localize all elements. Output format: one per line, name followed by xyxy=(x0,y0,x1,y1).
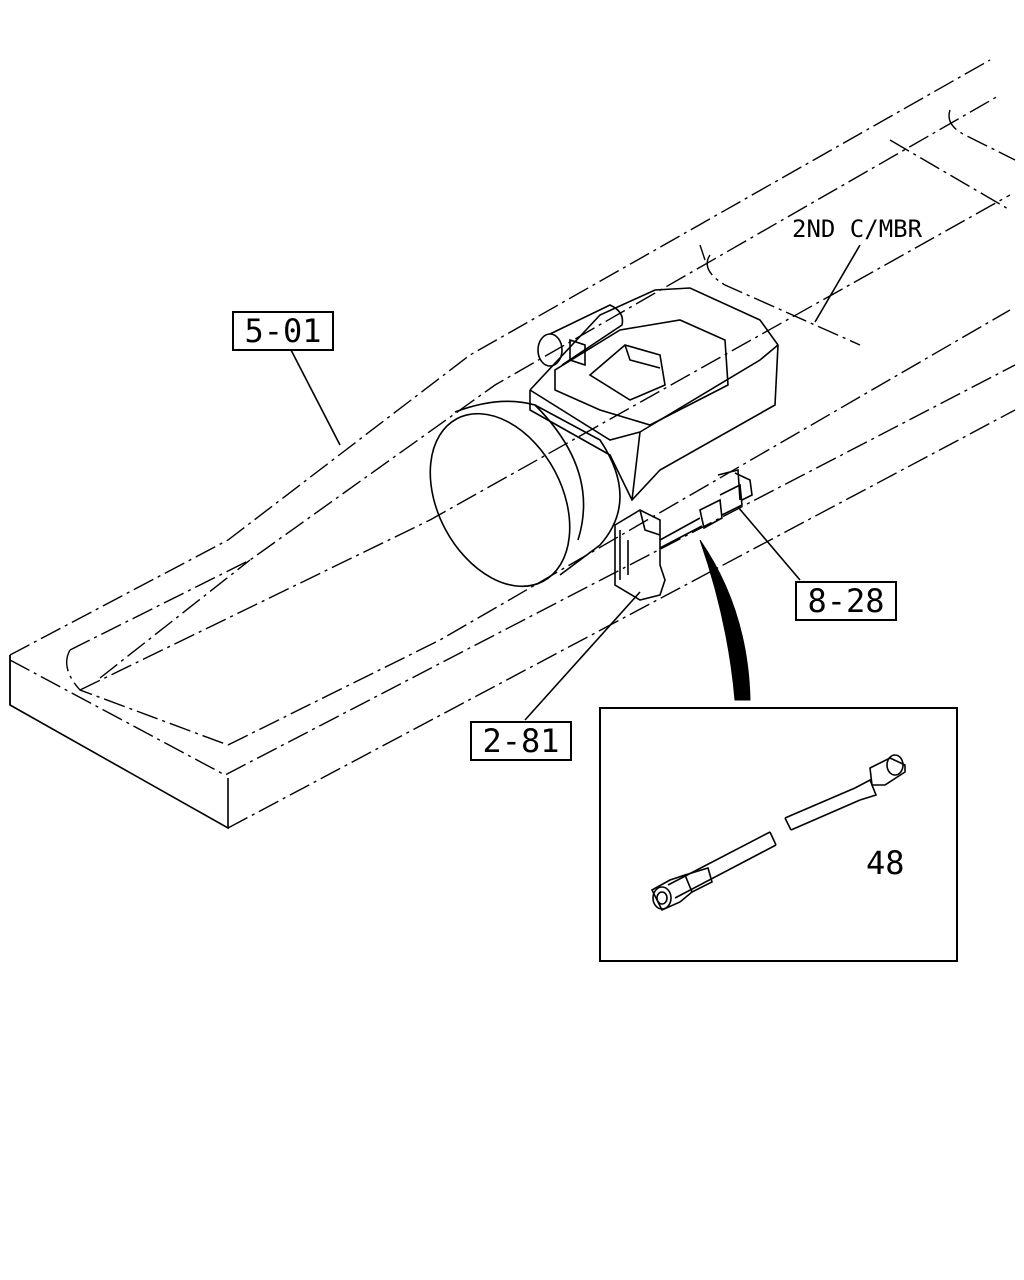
callout-8-28: 8-28 xyxy=(795,581,897,621)
chassis-frame xyxy=(9,59,1016,830)
callout-2-81: 2-81 xyxy=(470,721,572,761)
leader-lines xyxy=(289,244,871,851)
callout-5-01: 5-01 xyxy=(232,311,334,351)
callout-5-01-label: 5-01 xyxy=(244,312,321,350)
part-number-48: 48 xyxy=(866,844,905,882)
detail-pointer-arrow xyxy=(699,539,751,701)
transmission xyxy=(429,287,779,588)
crossmember-note: 2ND C/MBR xyxy=(792,215,923,243)
callout-2-81-label: 2-81 xyxy=(482,722,559,760)
callout-8-28-label: 8-28 xyxy=(807,582,884,620)
speedo-cable-assembly xyxy=(614,468,753,601)
detail-inset xyxy=(599,707,958,962)
